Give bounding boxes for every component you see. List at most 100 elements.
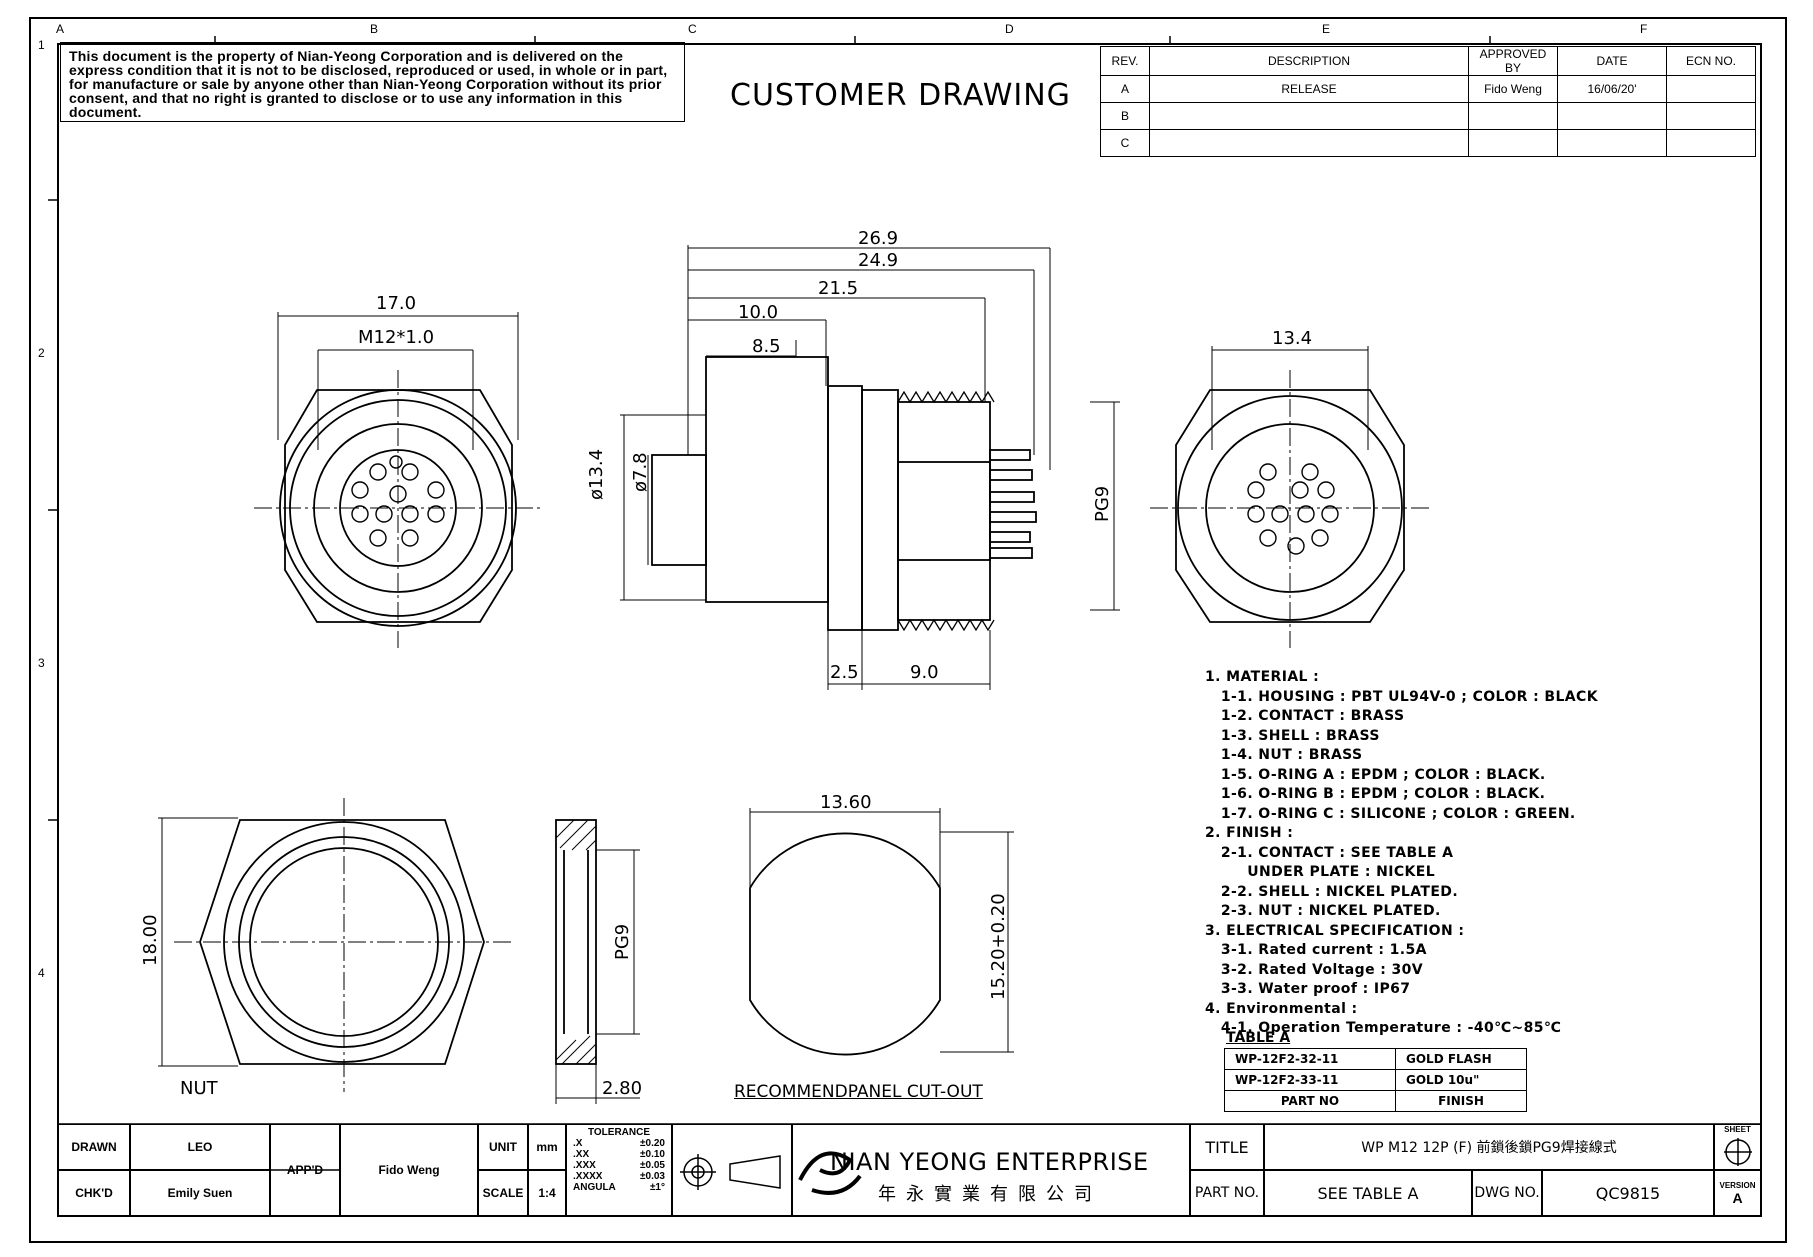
rev-cell: C (1100, 129, 1150, 157)
revision-table: REV. DESCRIPTION APPROVED BY DATE ECN NO… (1100, 46, 1756, 157)
tolerance-box: TOLERANCE .X ±0.20 .XX ±0.10 .XXX±0.05 .XX… (566, 1124, 672, 1216)
dim-nut-height: 18.00 (140, 914, 161, 966)
chkd-label: CHK'D (58, 1170, 130, 1216)
partno-value: SEE TABLE A (1264, 1170, 1472, 1216)
finish-cell: GOLD 10u" (1395, 1069, 1527, 1091)
approved-header: APPROVED BY (1468, 46, 1558, 76)
part-cell: WP-12F2-32-11 (1224, 1048, 1396, 1070)
finish-footer: FINISH (1395, 1090, 1527, 1112)
tol-val: ±1° (649, 1182, 665, 1193)
dim-dia-13-4: ø13.4 (586, 448, 607, 500)
tolerance-row: .XX ±0.10 (573, 1149, 665, 1160)
note-line: 3. ELECTRICAL SPECIFICATION : (1205, 922, 1465, 939)
company-name-cn: 年永實業有限公司 (878, 1184, 1102, 1205)
dim-cutout-height: 15.20+0.20 (988, 893, 1009, 1000)
dim-cutout-width: 13.60 (820, 792, 872, 813)
chkd-value: Emily Suen (130, 1170, 270, 1216)
part-footer: PART NO (1224, 1090, 1396, 1112)
table-a-title: TABLE A (1226, 1030, 1291, 1046)
grid-label-row-1: 1 (38, 38, 45, 52)
note-line: 1-1. HOUSING : PBT UL94V-0 ; COLOR : BLA… (1205, 688, 1598, 705)
dim-rear-width: 13.4 (1272, 328, 1313, 349)
note-line: 4-1. Operation Temperature : -40℃~85℃ (1205, 1020, 1562, 1036)
note-line: 1. MATERIAL : (1205, 669, 1320, 685)
revision-row: C (1100, 129, 1756, 157)
rev-cell: A (1100, 75, 1150, 103)
drawing-title: CUSTOMER DRAWING (730, 78, 1071, 113)
description-cell (1149, 129, 1469, 157)
date-cell (1557, 129, 1667, 157)
tol-key: .X (573, 1138, 583, 1149)
notes-block: 1. MATERIAL : 1-1. HOUSING : PBT UL94V-0… (1205, 668, 1598, 1039)
dim-side-10-0: 10.0 (738, 302, 779, 323)
grid-label-row-2: 2 (38, 346, 45, 360)
ecn-cell (1666, 102, 1756, 130)
tol-key: .XX (573, 1149, 590, 1160)
grid-label-col-b: B (370, 22, 379, 36)
tol-key: ANGULA (573, 1182, 616, 1193)
revision-header-row: REV. DESCRIPTION APPROVED BY DATE ECN NO… (1100, 46, 1756, 76)
proprietary-notice: This document is the property of Nian-Ye… (60, 42, 685, 122)
dim-nut-thickness: 2.80 (602, 1078, 643, 1099)
tol-val: ±0.03 (640, 1171, 665, 1182)
table-row: WP-12F2-33-11 GOLD 10u" (1224, 1069, 1527, 1091)
table-row: PART NO FINISH (1224, 1090, 1527, 1112)
description-cell: RELEASE (1149, 75, 1469, 103)
finish-cell: GOLD FLASH (1395, 1048, 1527, 1070)
appd-label: APP'D (270, 1124, 340, 1216)
note-line: 3-3. Water proof : IP67 (1205, 981, 1411, 997)
drawn-value: LEO (130, 1124, 270, 1170)
note-line: 3-1. Rated current : 1.5A (1205, 942, 1427, 958)
tolerance-row: ANGULA ±1° (573, 1182, 665, 1193)
unit-value: mm (528, 1124, 566, 1170)
version-box: VERSION A (1714, 1170, 1761, 1216)
version-label: VERSION (1719, 1180, 1756, 1190)
tolerance-title: TOLERANCE (587, 1127, 651, 1138)
rev-cell: B (1100, 102, 1150, 130)
note-line: UNDER PLATE : NICKEL (1205, 864, 1436, 880)
tol-val: ±0.20 (640, 1138, 665, 1149)
nut-label: NUT (180, 1078, 218, 1099)
note-line: 2-3. NUT : NICKEL PLATED. (1205, 903, 1441, 919)
tolerance-row: .XXXX±0.03 (573, 1171, 665, 1182)
grid-label-col-a: A (56, 22, 65, 36)
approved-cell: Fido Weng (1468, 75, 1558, 103)
grid-label-col-d: D (1005, 22, 1014, 36)
grid-label-col-c: C (688, 22, 697, 36)
description-cell (1149, 102, 1469, 130)
dim-nut-pg9: PG9 (612, 923, 633, 960)
description-header: DESCRIPTION (1149, 46, 1469, 76)
sheet-label: SHEET (1724, 1125, 1751, 1134)
scale-label: SCALE (478, 1170, 528, 1216)
tolerance-row: .X ±0.20 (573, 1138, 665, 1149)
ecn-cell (1666, 75, 1756, 103)
version-value: A (1732, 1189, 1743, 1206)
table-row: WP-12F2-32-11 GOLD FLASH (1224, 1048, 1527, 1070)
revision-row: B (1100, 102, 1756, 130)
note-line: 2-1. CONTACT : SEE TABLE A (1205, 844, 1454, 861)
tol-val: ±0.10 (640, 1149, 665, 1160)
date-header: DATE (1557, 46, 1667, 76)
date-cell (1557, 102, 1667, 130)
note-line: 1-4. NUT : BRASS (1205, 747, 1363, 763)
company-box (792, 1124, 1190, 1216)
partno-label: PART NO. (1190, 1170, 1264, 1216)
note-line: 1-5. O-RING A : EPDM ; COLOR : BLACK. (1205, 766, 1546, 783)
title-label: TITLE (1190, 1124, 1264, 1170)
note-line: 1-3. SHELL : BRASS (1205, 727, 1380, 744)
table-a: WP-12F2-32-11 GOLD FLASH WP-12F2-33-11 G… (1224, 1048, 1527, 1112)
unit-label: UNIT (478, 1124, 528, 1170)
revision-row: A RELEASE Fido Weng 16/06/20' (1100, 75, 1756, 103)
grid-label-row-3: 3 (38, 656, 45, 670)
tolerance-row: .XXX±0.05 (573, 1160, 665, 1171)
grid-label-col-f: F (1640, 22, 1648, 36)
rev-header: REV. (1100, 46, 1150, 76)
tol-val: ±0.05 (640, 1160, 665, 1171)
note-line: 1-7. O-RING C : SILICONE ; COLOR : GREEN… (1205, 805, 1576, 822)
grid-label-row-4: 4 (38, 966, 45, 980)
ecn-cell (1666, 129, 1756, 157)
scale-value: 1:4 (528, 1170, 566, 1216)
ecn-header: ECN NO. (1666, 46, 1756, 76)
dim-side-9-0: 9.0 (910, 662, 939, 683)
